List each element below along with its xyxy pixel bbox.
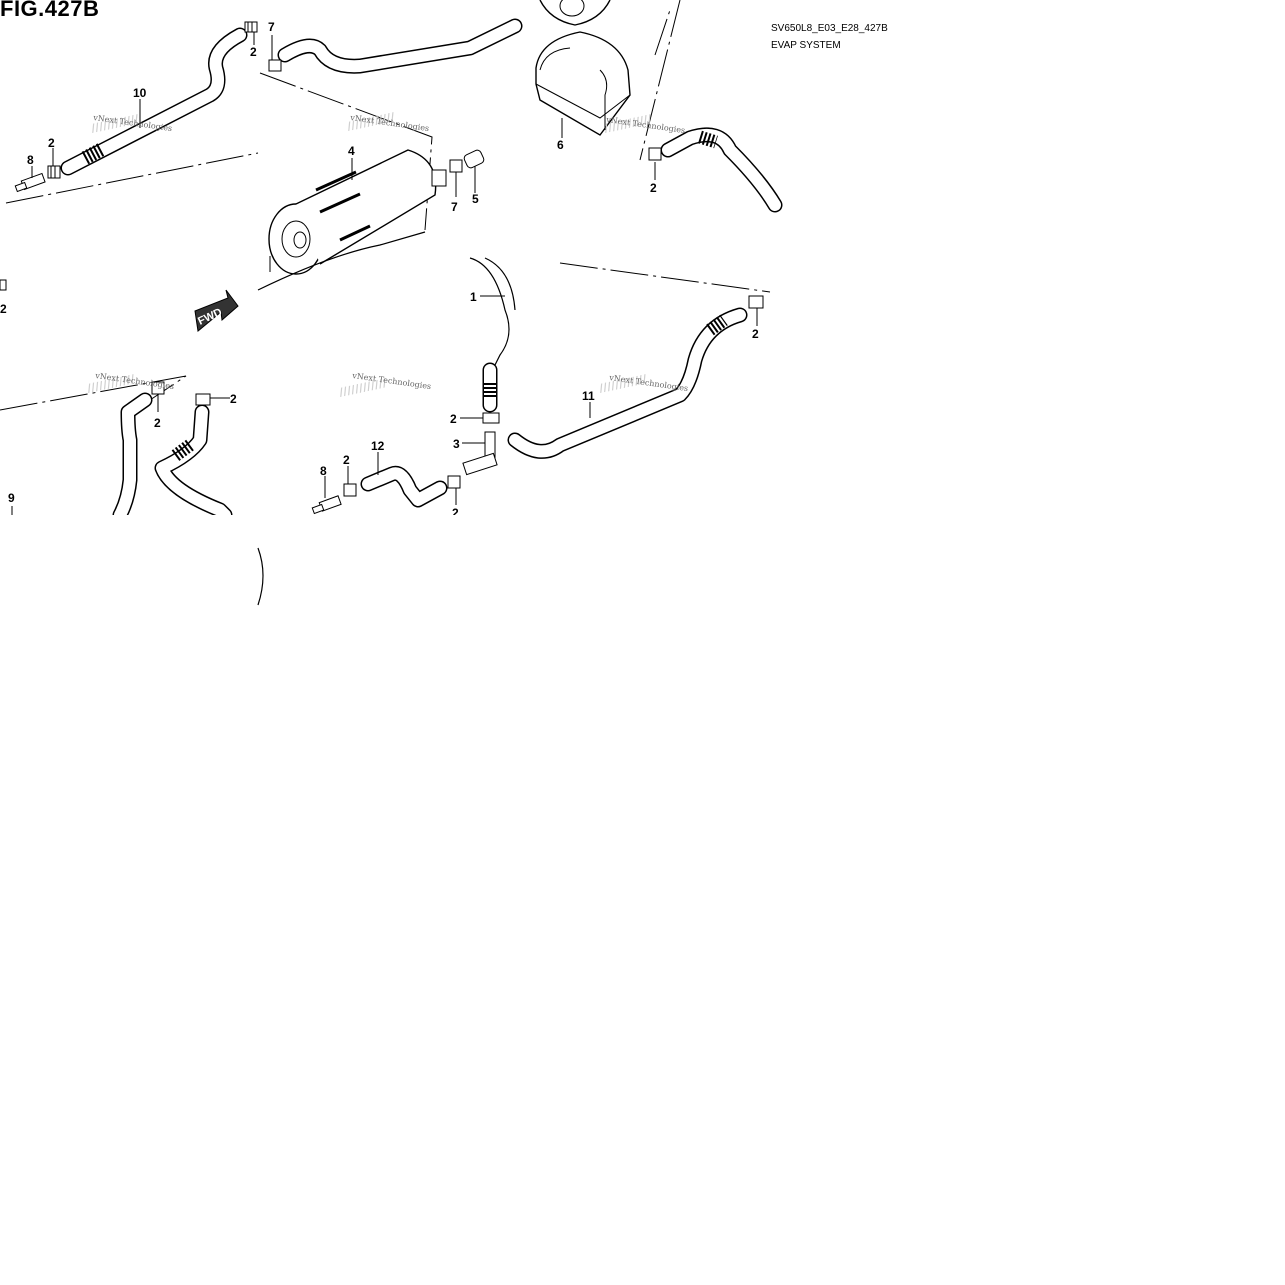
callout-12: 12: [371, 439, 385, 453]
panel-top-left: [5, 21, 259, 204]
callout-2: 2: [450, 412, 457, 426]
callout-8: 8: [320, 464, 327, 478]
clamp-2-mid-a[interactable]: [151, 381, 165, 395]
figure-code: SV650L8_E03_E28_427B: [771, 23, 888, 34]
callout-2: 2: [650, 181, 657, 195]
callout-2: 2: [230, 392, 237, 406]
clamp-2-center-a[interactable]: [482, 412, 500, 424]
bracket-6[interactable]: [535, 31, 631, 136]
panel-mid-left: FWD: [0, 279, 239, 523]
joint-3[interactable]: [462, 431, 498, 476]
callout-2: 2: [0, 302, 7, 316]
clamp-2-center-b[interactable]: [447, 475, 461, 489]
callout-4: 4: [348, 144, 355, 158]
callout-5: 5: [472, 192, 479, 206]
callout-9: 9: [8, 491, 15, 505]
clamp-7-canister[interactable]: [449, 159, 463, 173]
panel-top-right: [535, 0, 783, 213]
clamp-7-upper[interactable]: [268, 59, 282, 72]
callout-labels: 2 7 10 2 8 4 7 5 6 2 1 2 11 2 2 9 2 3 12…: [0, 20, 759, 520]
callout-2: 2: [250, 45, 257, 59]
callout-8: 8: [27, 153, 34, 167]
callout-10: 10: [133, 86, 147, 100]
callout-2: 2: [154, 416, 161, 430]
bracket-top[interactable]: [539, 0, 611, 26]
clamp-2-mid-b[interactable]: [195, 393, 211, 406]
callout-3: 3: [453, 437, 460, 451]
joint-8-center[interactable]: [311, 495, 342, 515]
panel-mid-center: [257, 257, 516, 606]
fwd-marker: FWD: [194, 289, 239, 332]
clamp-2-right-mid[interactable]: [748, 295, 764, 309]
clamp-2-far-left[interactable]: [0, 279, 7, 291]
figure-name: EVAP SYSTEM: [771, 40, 841, 51]
callout-7: 7: [451, 200, 458, 214]
callout-2: 2: [452, 506, 459, 520]
watermarks: //////////// vNext Technologies ////////…: [86, 110, 689, 399]
callout-2: 2: [752, 327, 759, 341]
callout-2: 2: [48, 136, 55, 150]
panel-top-middle: [257, 18, 523, 291]
clamp-2-left[interactable]: [47, 165, 61, 179]
clamp-2-top[interactable]: [244, 21, 258, 33]
callout-1: 1: [470, 290, 477, 304]
callout-7: 7: [268, 20, 275, 34]
clamp-2-right-upper[interactable]: [648, 147, 662, 161]
figure-title: FIG.427B: [0, 0, 100, 21]
joint-8-left[interactable]: [14, 172, 46, 193]
callout-2: 2: [343, 453, 350, 467]
cap-5[interactable]: [463, 149, 485, 169]
clamp-2-center-c[interactable]: [343, 483, 357, 497]
canister-4[interactable]: [268, 149, 447, 275]
callout-11: 11: [582, 389, 595, 403]
callout-6: 6: [557, 138, 564, 152]
panel-mid-right: [507, 262, 771, 459]
